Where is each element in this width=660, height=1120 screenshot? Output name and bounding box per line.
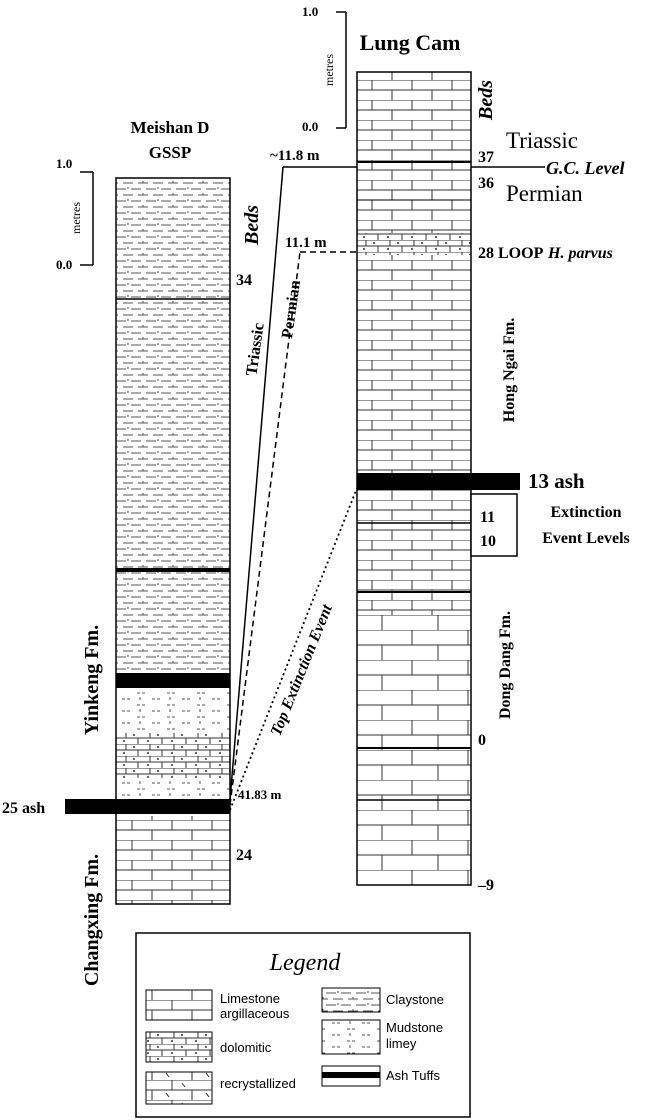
meishan-ash-band-upper [116, 568, 230, 572]
lungcam-scale-bottom: 0.0 [302, 119, 318, 134]
meishan-claystone-upper [116, 300, 230, 570]
dong-dang-formation-label: Dong Dang Fm. [497, 611, 514, 719]
lungcam-bed-36: 36 [478, 175, 494, 192]
lungcam-permian-label: Permian [506, 181, 583, 206]
legend-limestone-swatch [145, 989, 213, 1021]
correlation-line-h-parvus [229, 251, 301, 806]
meishan-title-line2: GSSP [149, 143, 192, 162]
meishan-bed-24: 24 [236, 847, 252, 864]
lungcam-bed-28-loop: 28 LOOP [478, 245, 544, 262]
lungcam-limestone-dong-dang-lower [357, 615, 471, 885]
top-extinction-event-label: Top Extinction Event [268, 602, 336, 739]
lungcam-bed-minus-9: –9 [477, 877, 494, 894]
legend-recrystallized-label: recrystallized [220, 1076, 296, 1091]
lungcam-limestone-hong-ngai [357, 255, 471, 473]
meishan-title-line1: Meishan D [131, 118, 210, 137]
meishan-dolomitic [116, 733, 230, 778]
correlation-permian-label: Permian [279, 279, 304, 340]
changxing-formation-label: Changxing Fm. [81, 854, 103, 986]
lungcam-beds-label: Beds [475, 80, 497, 121]
legend-dolomitic-swatch [145, 1031, 213, 1063]
gc-level-label: G.C. Level [546, 158, 624, 178]
depth-label-41-83: 41.83 m [238, 787, 282, 802]
meishan-column-outline [115, 177, 231, 905]
lungcam-scale-top: 1.0 [302, 4, 318, 19]
meishan-scale-top: 1.0 [56, 156, 72, 171]
meishan-ash-25 [65, 799, 230, 814]
extinction-event-box [470, 493, 518, 557]
meishan-beds-label: Beds [241, 205, 263, 246]
legend-mudstone-line2: limey [386, 1036, 417, 1051]
legend-claystone-label: Claystone [386, 992, 444, 1007]
correlation-line-top-extinction [229, 487, 358, 811]
lungcam-section: Lung Cam 1.0 0.0 metres Beds Triassic Pe… [302, 4, 630, 894]
meishan-bed-34: 34 [236, 272, 252, 289]
lungcam-limestone-upper [357, 72, 471, 237]
meishan-claystone-bed-34 [116, 178, 230, 298]
lungcam-triassic-label: Triassic [506, 128, 578, 153]
lungcam-ash-13-label: 13 ash [528, 469, 585, 493]
lungcam-scale-bar: 1.0 0.0 metres [302, 4, 347, 134]
correlation-triassic-label: Triassic [243, 322, 267, 377]
yinkeng-formation-label: Yinkeng Fm. [81, 625, 103, 735]
lungcam-bed-0: 0 [478, 732, 486, 749]
meishan-ash-25-label: 25 ash [2, 800, 45, 817]
legend-mudstone-swatch [321, 1019, 381, 1055]
meishan-mudstone [116, 688, 230, 733]
extinction-label-line1: Extinction [550, 504, 621, 521]
lungcam-title: Lung Cam [360, 30, 461, 55]
meishan-section: Meishan D GSSP 1.0 0.0 metres Beds 34 24… [2, 118, 263, 986]
meishan-scale-unit: metres [69, 202, 83, 234]
hong-ngai-formation-label: Hong Ngai Fm. [501, 318, 518, 422]
depth-label-11-1: 11.1 m [285, 235, 327, 251]
lungcam-dolomitic-bed-28 [357, 233, 471, 255]
legend-title: Legend [269, 950, 342, 976]
lungcam-bed-10: 10 [480, 533, 496, 550]
correlation-lines: Triassic Permian ~11.8 m 11.1 m 41.83 m … [229, 148, 358, 811]
depth-label-11-8: ~11.8 m [270, 148, 320, 164]
meishan-limestone-bed-24 [116, 816, 230, 904]
lungcam-bed-37: 37 [478, 149, 494, 166]
legend-claystone-swatch [321, 987, 381, 1013]
meishan-scale-bar: 1.0 0.0 metres [56, 156, 94, 272]
h-parvus-label: H. parvus [547, 245, 613, 262]
meishan-mudstone-lower [116, 778, 230, 798]
meishan-scale-bottom: 0.0 [56, 257, 72, 272]
legend-limestone-line2: argillaceous [220, 1006, 290, 1021]
lungcam-scale-unit: metres [322, 54, 336, 86]
legend-limestone-line1: Limestone [220, 991, 280, 1006]
correlation-line-gc-level [229, 166, 284, 801]
legend-ash-label: Ash Tuffs [386, 1068, 440, 1083]
extinction-label-line2: Event Levels [542, 530, 630, 547]
lungcam-limestone-beds-10-11 [357, 490, 471, 560]
meishan-ash-band-middle [116, 673, 230, 688]
lungcam-ash-13 [357, 473, 520, 490]
lungcam-bed-11: 11 [480, 509, 495, 526]
legend-mudstone-line1: Mudstone [386, 1020, 443, 1035]
legend-recrystallized-swatch [145, 1071, 213, 1105]
meishan-claystone-middle [116, 572, 230, 672]
legend-dolomitic-label: dolomitic [220, 1040, 272, 1055]
legend: Legend Limestone argillaceous dolomitic … [135, 932, 471, 1118]
lungcam-limestone-dong-dang-upper [357, 560, 471, 615]
